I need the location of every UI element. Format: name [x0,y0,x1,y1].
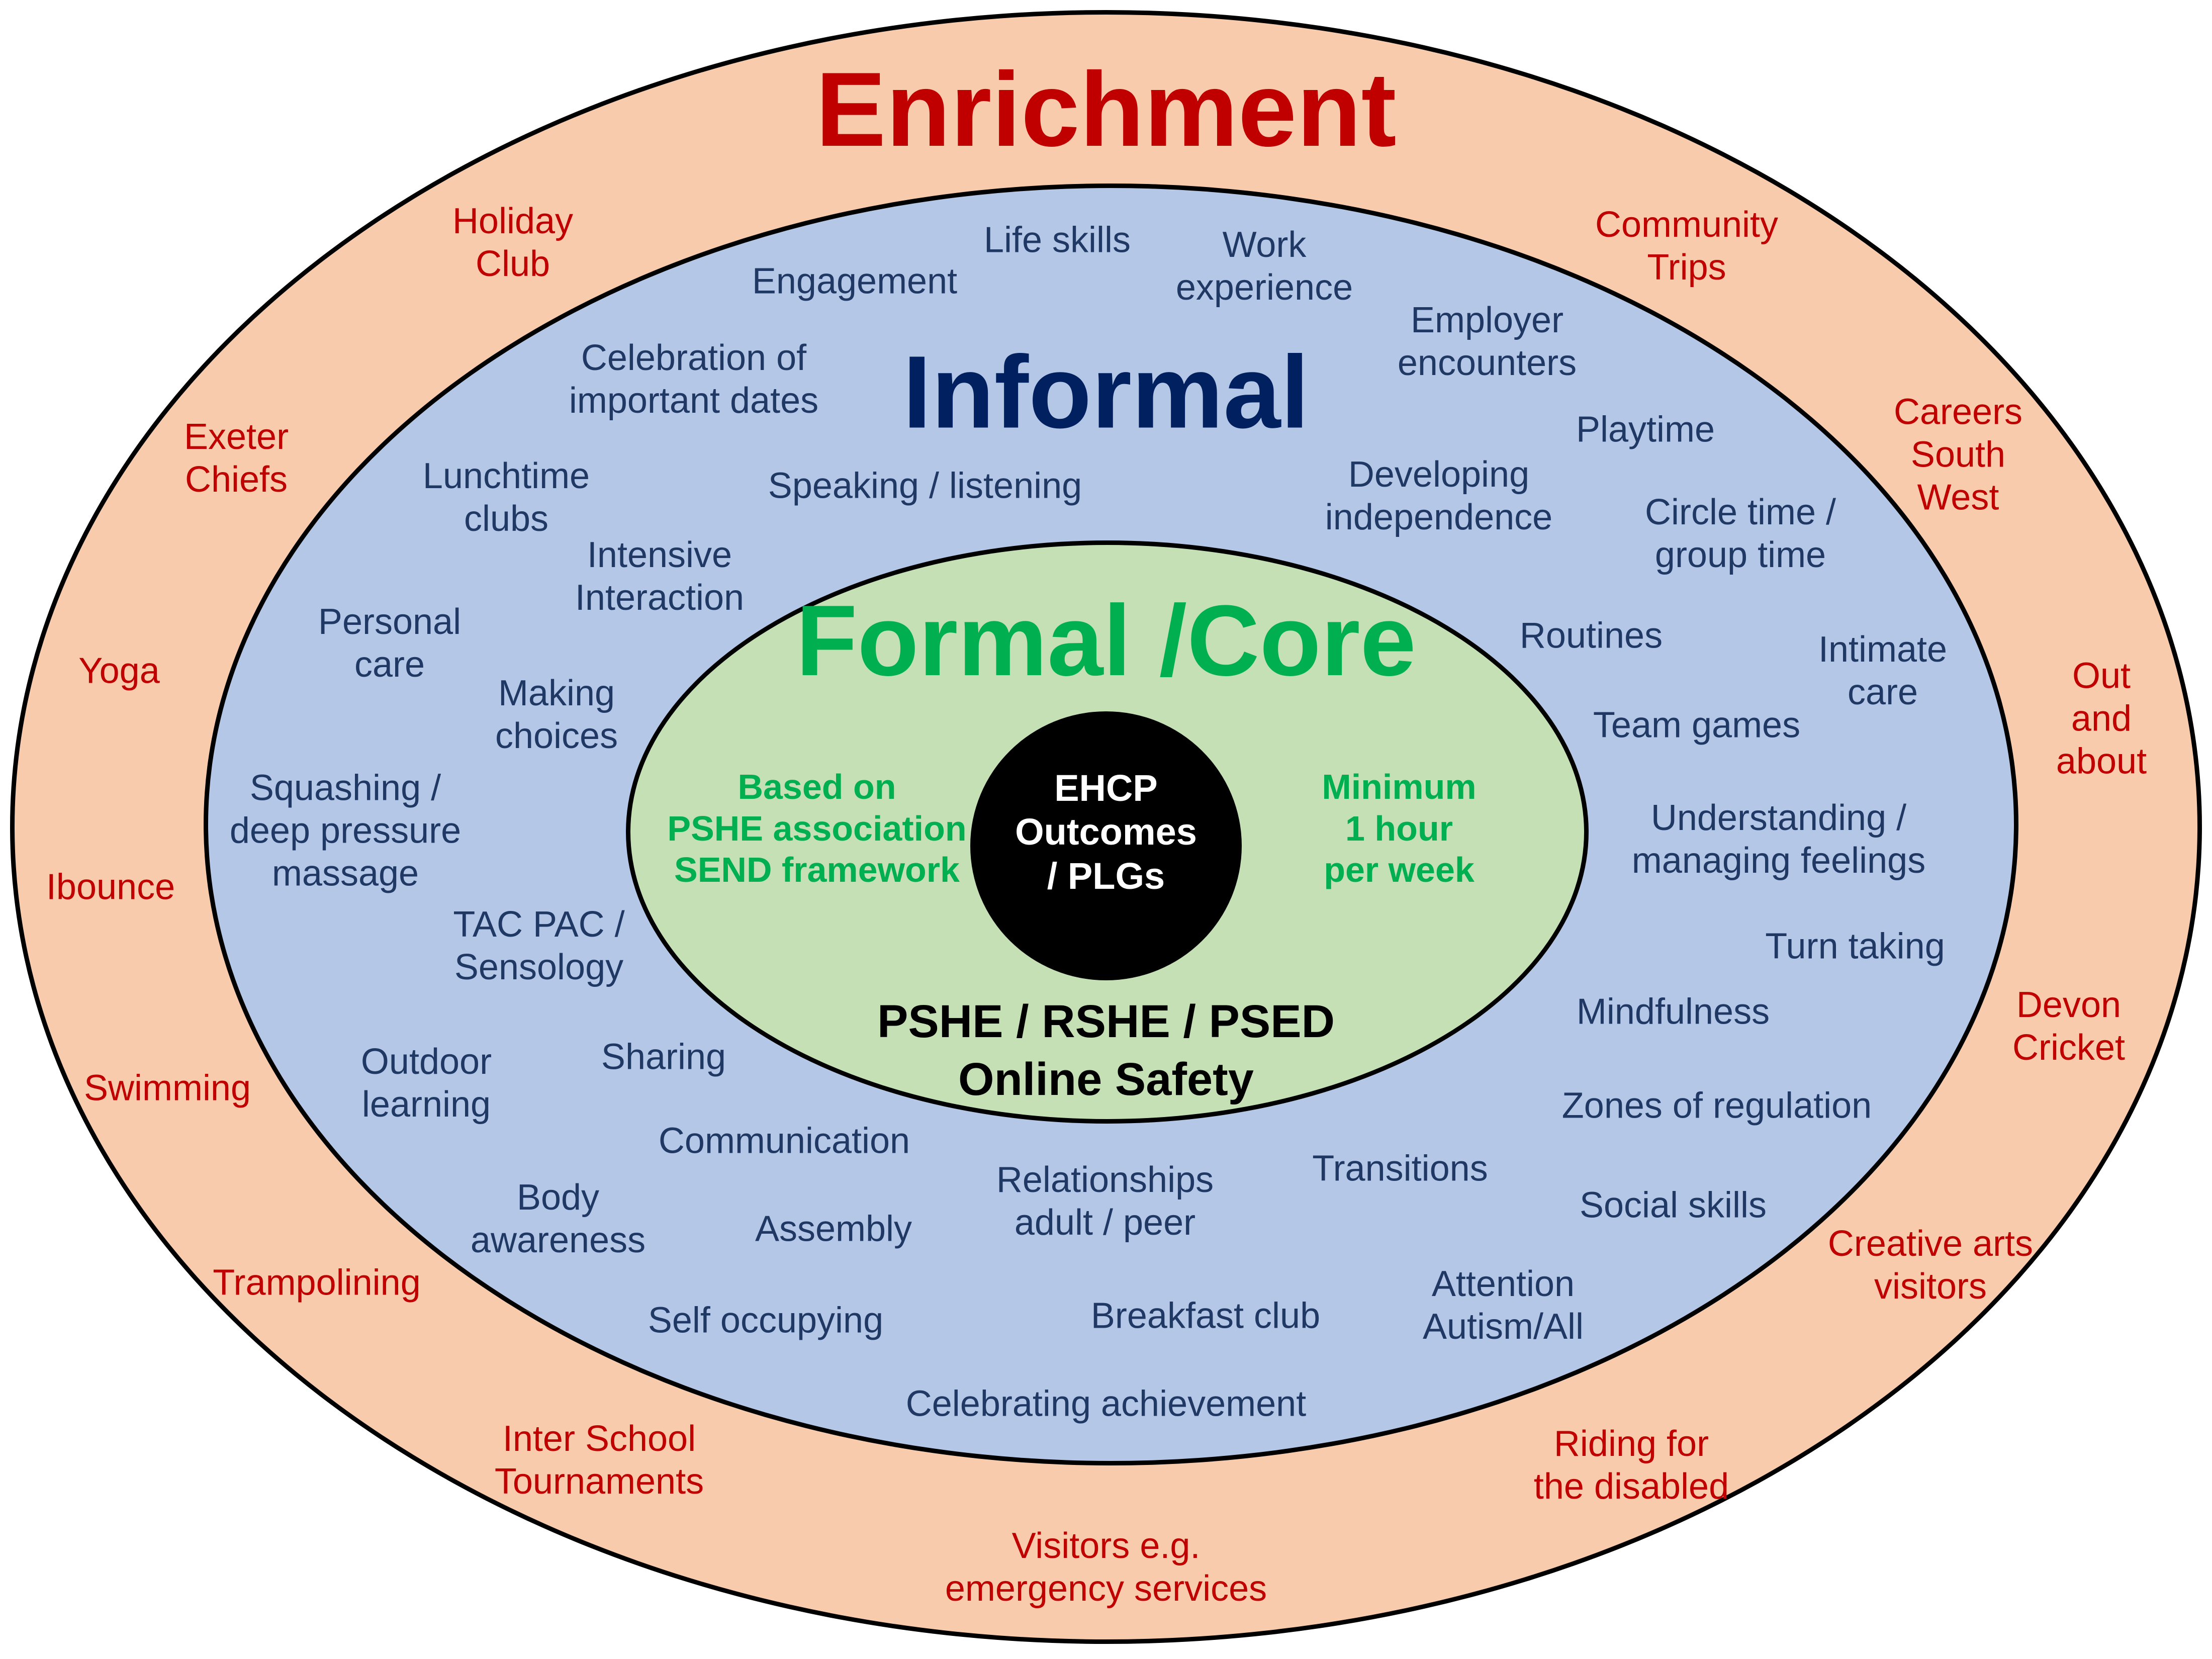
enrichment-item: Ibounce [46,867,175,907]
informal-item: Employer encounters [1397,300,1577,383]
informal-item: Celebration of important dates [569,338,819,421]
core-subjects: PSHE / RSHE / PSED Online Safety [877,996,1335,1105]
enrichment-item: Swimming [83,1068,251,1109]
enrichment-item: Riding for the disabled [1533,1424,1729,1507]
framework-note: Based on PSHE association SEND framework [667,767,967,890]
enrichment-item: Community Trips [1595,205,1779,288]
informal-item: Understanding / managing feelings [1631,798,1926,881]
informal-title: Informal [902,334,1310,450]
enrichment-item: Inter School Tournaments [494,1419,704,1502]
informal-item: Communication [658,1121,910,1161]
informal-item: Developing independence [1325,454,1553,537]
informal-item: Transitions [1312,1148,1488,1189]
informal-item: Mindfulness [1576,991,1770,1032]
enrichment-item: Yoga [78,651,160,691]
ehcp-outcomes-label: EHCP Outcomes / PLGs [1015,767,1197,897]
enrichment-item: Devon Cricket [2012,985,2126,1068]
informal-item: Intensive Interaction [575,535,745,618]
informal-item: Engagement [752,261,958,302]
time-requirement-note: Minimum 1 hour per week [1322,767,1477,890]
informal-item: Speaking / listening [768,466,1082,506]
informal-item: Self occupying [648,1300,884,1341]
informal-item: Lunchtime clubs [422,456,590,539]
informal-item: Playtime [1576,409,1715,450]
informal-item: Circle time / group time [1644,492,1836,575]
enrichment-item: Holiday Club [452,201,574,284]
informal-item: Sharing [601,1037,726,1077]
enrichment-item: Exeter Chiefs [183,417,289,500]
informal-item: Work experience [1175,225,1353,308]
informal-item: Outdoor learning [360,1042,492,1125]
informal-item: TAC PAC / Sensology [453,904,625,987]
enrichment-item: Careers South West [1893,392,2023,518]
informal-item: Celebrating achievement [905,1384,1307,1424]
informal-item: Squashing / deep pressure massage [229,768,462,894]
enrichment-item: Creative arts visitors [1827,1224,2034,1307]
informal-item: Attention Autism/All [1422,1264,1584,1347]
informal-item: Breakfast club [1090,1296,1321,1336]
informal-item: Assembly [755,1209,912,1249]
informal-item: Relationships adult / peer [996,1160,1214,1243]
informal-item: Personal care [318,602,462,685]
informal-item: Routines [1519,615,1663,656]
ehcp-center-circle [970,711,1242,980]
informal-item: Intimate care [1818,629,1948,712]
formal-core-title: Formal /Core [796,585,1416,697]
informal-item: Zones of regulation [1561,1085,1872,1126]
informal-item: Making choices [495,673,618,756]
informal-item: Team games [1593,705,1801,746]
informal-item: Body awareness [470,1177,646,1260]
enrichment-item: Trampolining [213,1262,421,1303]
enrichment-item: Visitors e.g. emergency services [945,1526,1267,1609]
enrichment-title: Enrichment [815,50,1397,168]
informal-item: Turn taking [1765,926,1945,967]
enrichment-item: Out and about [2056,656,2147,782]
informal-item: Life skills [983,220,1131,260]
informal-item: Social skills [1579,1185,1767,1226]
